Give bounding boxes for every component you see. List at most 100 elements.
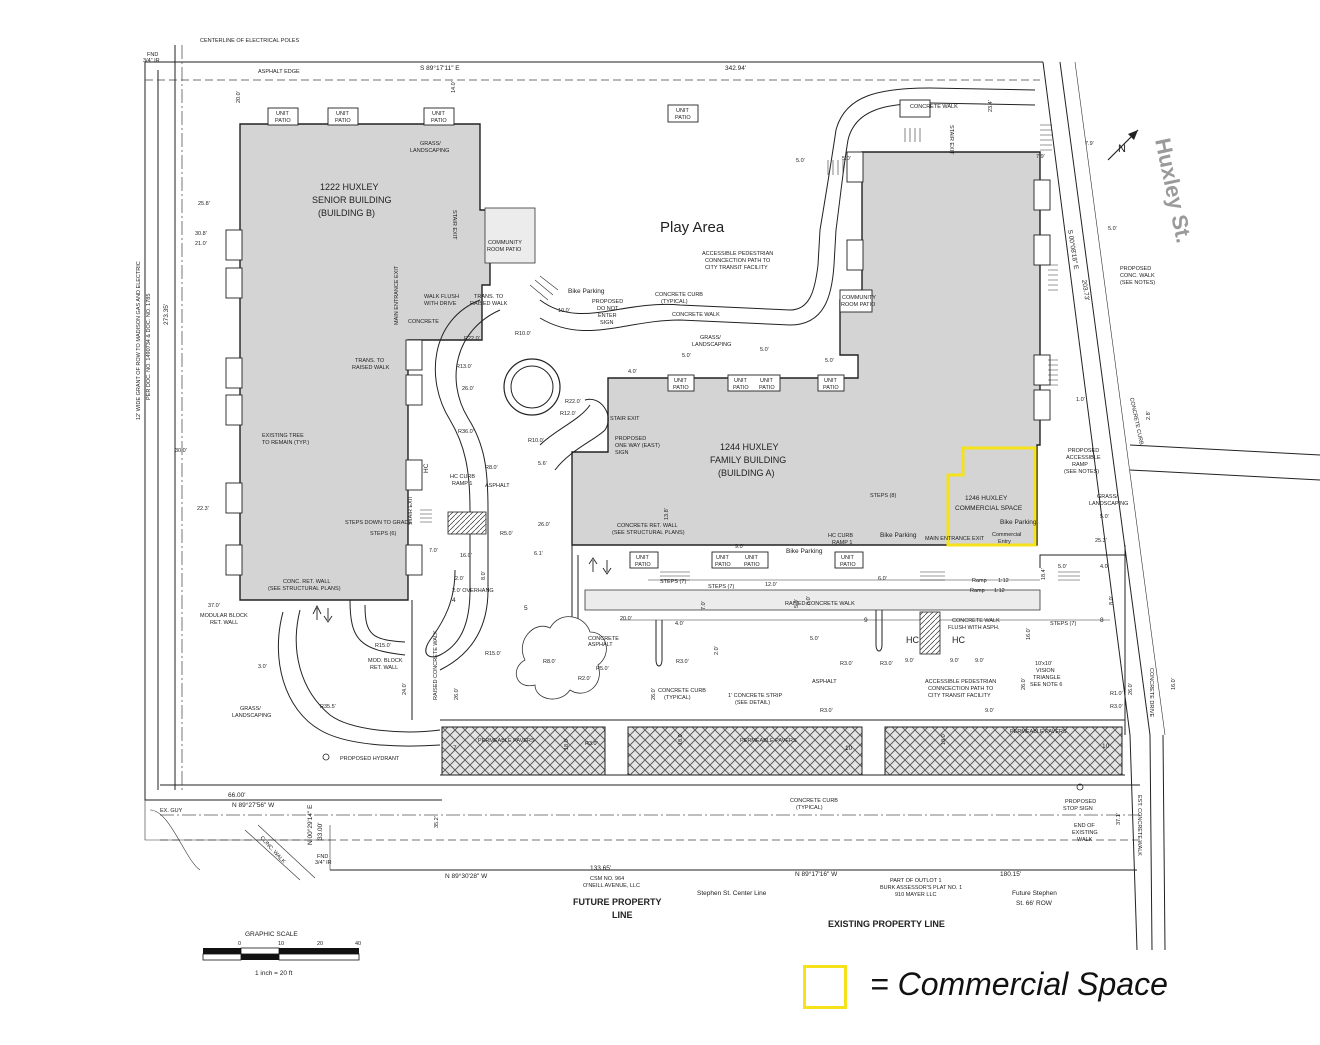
end-walk-line2: EXISTING bbox=[1072, 830, 1098, 836]
dimension: 16.0' bbox=[1171, 678, 1177, 690]
community-patio-label: ROOM PATIO bbox=[487, 247, 522, 253]
dimension: R3.0' bbox=[880, 661, 893, 667]
senior-building-line1: 1222 HUXLEY bbox=[320, 182, 379, 192]
dimension: R22.0' bbox=[464, 336, 480, 342]
modular-block-line1: MODULAR BLOCK bbox=[200, 613, 248, 619]
dimension: R3.0' bbox=[840, 661, 853, 667]
stop-sign-line1: PROPOSED bbox=[1065, 799, 1096, 805]
dimension: R3.0' bbox=[1110, 704, 1123, 710]
csm-line1: CSM NO. 964 bbox=[590, 876, 624, 882]
family-building-line3: (BUILDING A) bbox=[718, 468, 775, 478]
stall-count: 10 bbox=[1102, 743, 1110, 750]
patio-label: PATIO bbox=[675, 115, 691, 121]
legend-swatch bbox=[803, 965, 847, 1009]
grass-label-3: GRASS/ bbox=[240, 706, 261, 712]
stephen-centerline-label: Stephen St. Center Line bbox=[697, 890, 767, 897]
stair-exit-label-1: STAIR EXIT bbox=[451, 210, 457, 240]
proposed-ramp-line2: ACCESSIBLE bbox=[1066, 455, 1101, 461]
existing-tree-line1: EXISTING TREE bbox=[262, 433, 304, 439]
hc-label-1: HC bbox=[906, 635, 919, 645]
outlot-line3: 910 MAYER LLC bbox=[895, 892, 937, 898]
bearing-west-vert: N 00°29'14" E bbox=[306, 804, 314, 845]
trans-raised-b-line2: RAISED WALK bbox=[352, 365, 390, 371]
bearing-north-dist: 342.94' bbox=[725, 65, 746, 72]
dimension: 5.0' bbox=[760, 347, 769, 353]
overhang-label: 2.0' OVERHANG bbox=[452, 588, 494, 594]
dimension: 3.0' bbox=[258, 664, 267, 670]
dimension: R5.0' bbox=[596, 666, 609, 672]
outlot-line1: PART OF OUTLOT 1 bbox=[890, 878, 942, 884]
dimension: 37.0' bbox=[208, 603, 220, 609]
patio-label: PATIO bbox=[823, 385, 839, 391]
dne-line4: SIGN bbox=[600, 320, 613, 326]
dimension: R10.0' bbox=[528, 438, 544, 444]
dimension: 5.6' bbox=[538, 461, 547, 467]
concrete-ret-wall-line2: (SEE STRUCTURAL PLANS) bbox=[612, 530, 685, 536]
huxley-street-label: Huxley St. bbox=[1150, 136, 1197, 245]
bearing-south-2: N 89°17'16" W bbox=[795, 870, 838, 878]
dimension: 16.0' bbox=[1026, 628, 1032, 640]
hc-curb-label: HC CURB bbox=[450, 474, 475, 480]
patio-labels: UNIT PATIO UNIT PATIO UNIT PATIO UNIT PA… bbox=[275, 108, 876, 568]
senior-building-line3: (BUILDING B) bbox=[318, 208, 375, 218]
dimension: 5.0' bbox=[682, 353, 691, 359]
pavers-label-3: PERMEABLE PAVERS bbox=[1010, 729, 1067, 735]
dimension: 25.3' bbox=[1095, 538, 1107, 544]
hatched-areas bbox=[447, 511, 941, 655]
raised-walk-label: RAISED CONCRETE WALK bbox=[785, 601, 855, 607]
dimension: 5.0' bbox=[1108, 226, 1117, 232]
dimension: 2.0' bbox=[714, 646, 720, 655]
vision-line4: SEE NOTE 6 bbox=[1030, 682, 1062, 688]
landscaping-label: LANDSCAPING bbox=[410, 148, 449, 154]
steps-7-label-b: STEPS (7) bbox=[660, 579, 686, 585]
proposed-walk-line1: PROPOSED bbox=[1120, 266, 1151, 272]
main-entrance-label-1: MAIN ENTRANCE EXIT bbox=[394, 265, 400, 325]
dimension: 10.0' bbox=[558, 308, 570, 314]
access-path-line1: ACCESSIBLE PEDESTRIAN bbox=[702, 251, 773, 257]
modular-block-line2: RET. WALL bbox=[210, 620, 238, 626]
hc-ramp-label: RAMP 1 bbox=[452, 481, 472, 487]
main-entrance-label-2: MAIN ENTRANCE EXIT bbox=[925, 536, 985, 542]
concrete-label-south: CONCRETE bbox=[588, 636, 619, 642]
steps bbox=[420, 124, 1080, 581]
walk-flush-line2: WITH DRIVE bbox=[424, 301, 457, 307]
dimension: R15.0' bbox=[375, 643, 391, 649]
ramp-label-1: Ramp bbox=[972, 578, 987, 584]
patio-label: UNIT bbox=[674, 378, 687, 384]
raised-walk-vert: RAISED CONCRETE WALK bbox=[433, 630, 439, 700]
patio-label: UNIT bbox=[734, 378, 747, 384]
dne-line3: ENTER bbox=[598, 313, 617, 319]
stall-count: 5 bbox=[524, 605, 528, 612]
one-way-line3: SIGN bbox=[615, 450, 628, 456]
dne-line1: PROPOSED bbox=[592, 299, 623, 305]
bike-parking-north: Bike Parking bbox=[568, 288, 605, 295]
dimension: 24.0' bbox=[402, 683, 408, 695]
patio-label: UNIT bbox=[716, 555, 729, 561]
dimension: R3.0' bbox=[820, 708, 833, 714]
stair-exit-label-2: STAIR EXIT bbox=[408, 495, 414, 525]
bearing-south-2-dist: 180.15' bbox=[1000, 871, 1021, 878]
concrete-label: CONCRETE bbox=[408, 319, 439, 325]
concrete-curb-label-c: CONCRETE CURB bbox=[655, 292, 703, 298]
ramp-slope-1: 1:12 bbox=[998, 578, 1009, 584]
vision-line2: VISION bbox=[1036, 668, 1055, 674]
steps-7-label-c: STEPS (7) bbox=[1050, 621, 1076, 627]
fnd-ir-b-line2: 3/4" IR bbox=[315, 860, 332, 866]
trans-raised-b-line1: TRANS. TO bbox=[355, 358, 385, 364]
concrete-walk bbox=[539, 87, 1036, 331]
easement-line1: 12' WIDE GRANT OF ROW TO MADISON GAS AND… bbox=[136, 261, 142, 420]
bearing-west-dist: 66.00' bbox=[228, 792, 246, 799]
patio-label: UNIT bbox=[745, 555, 758, 561]
dimension: 25.8' bbox=[198, 201, 210, 207]
access-path-b-line3: CITY TRANSIT FACILITY bbox=[928, 693, 991, 699]
ret-wall-line2: (SEE STRUCTURAL PLANS) bbox=[268, 586, 341, 592]
pavers-label-2: PERMEABLE PAVERS bbox=[740, 738, 797, 744]
concrete-curb-label-b: CONCRETE CURB bbox=[790, 798, 838, 804]
dimension: 9.0' bbox=[950, 658, 959, 664]
concrete-curb-typ: (TYPICAL) bbox=[664, 695, 691, 701]
patio-label: PATIO bbox=[744, 562, 760, 568]
dimension: 26.0' bbox=[651, 688, 657, 700]
patio-label: UNIT bbox=[276, 111, 289, 117]
senior-building-line2: SENIOR BUILDING bbox=[312, 195, 392, 205]
future-property-line1: FUTURE PROPERTY bbox=[573, 897, 662, 907]
